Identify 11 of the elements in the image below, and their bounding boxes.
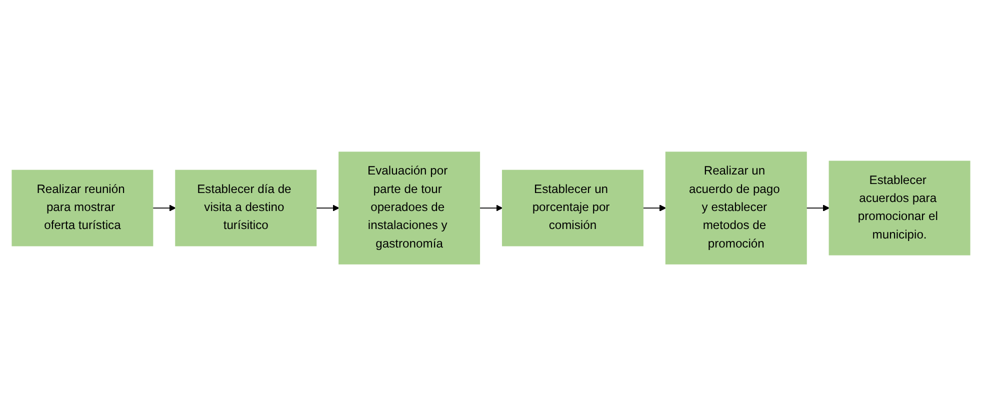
node-box: Establecer un porcentaje por comisión [502,170,644,246]
arrow [479,204,503,212]
node-box: Evaluación por parte de tour operadoes de instalaciones y gastronomía [338,152,480,264]
arrow [806,204,830,212]
node-box: Realizar reunión para mostrar oferta turística [12,170,154,246]
node-box: Realizar un acuerdo de pago y establecer metodos de promoción [665,152,807,264]
arrow [152,204,176,212]
arrow [642,204,666,212]
arrow [316,204,340,212]
node-box: Establecer acuerdos para promocionar el municipio. [828,160,970,256]
node-box: Establecer día de visita a destino turísitico [175,170,317,246]
